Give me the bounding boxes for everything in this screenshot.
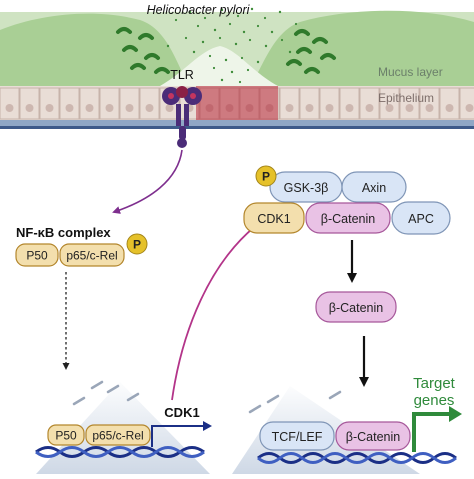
bacteria-dots [166, 7, 298, 84]
cell-nucleus [285, 104, 294, 112]
bcat-complex-label: β-Catenin [321, 212, 375, 226]
cell-nucleus [425, 104, 434, 112]
cell-nucleus [105, 104, 114, 112]
cdk1-gene-label: CDK1 [164, 405, 199, 420]
cell-nucleus [25, 104, 34, 112]
bacteria-cluster-right [286, 29, 336, 74]
cell-nucleus [365, 104, 374, 112]
bcat-nuclear-label: β-Catenin [346, 430, 400, 444]
epithelial-cell [459, 87, 474, 120]
apc-label: APC [408, 212, 434, 226]
p65-label: p65/c-Rel [66, 249, 117, 263]
epithelial-cell [399, 87, 420, 120]
phospho-badge-gsk [255, 165, 277, 187]
tcf-lef-protein [259, 421, 335, 451]
epithelial-cell [59, 87, 80, 120]
epithelial-cell [319, 87, 340, 120]
dna-helix-left [35, 446, 205, 458]
p50-bound-label: P50 [55, 429, 77, 443]
cell-nucleus [465, 104, 474, 112]
epithelial-cell [439, 87, 460, 120]
cell-nucleus [145, 104, 154, 112]
tlr-receptor [162, 86, 202, 148]
cdk1-gene-arrow [151, 425, 204, 447]
epithelial-cell [339, 87, 360, 120]
tlr-label: TLR [170, 68, 194, 82]
nfkb-complex: NF-κB complex P50 p65/c-Rel P [15, 225, 148, 267]
nucleus-left: P50 p65/c-Rel CDK1 [35, 380, 212, 474]
target-genes-arrow [412, 412, 452, 452]
cell-nucleus [85, 104, 94, 112]
cdk1-protein [243, 202, 305, 234]
epithelial-cell [0, 87, 20, 120]
epithelial-cell [79, 87, 100, 120]
bacteria-label: Helicobacter pylori [147, 3, 251, 17]
cell-nucleus [65, 104, 74, 112]
bacteria-cluster-left [116, 27, 170, 74]
bcat-nuclear-protein [335, 421, 411, 451]
mucus-label: Mucus layer [378, 65, 443, 79]
epithelial-cell [119, 87, 140, 120]
phospho-label-gsk: P [262, 170, 270, 184]
cell-nucleus [5, 104, 14, 112]
cdk1-expression-arrow [171, 222, 260, 401]
inflamed-region [196, 86, 278, 120]
epithelial-cell [19, 87, 40, 120]
p50-label: P50 [26, 249, 48, 263]
cell-nucleus [45, 104, 54, 112]
cell-nucleus [405, 104, 414, 112]
tcf-lef-label: TCF/LEF [272, 430, 323, 444]
axin-label: Axin [362, 181, 386, 195]
p65-bound [85, 424, 151, 446]
p65-bound-label: p65/c-Rel [92, 429, 143, 443]
cell-nucleus [125, 104, 134, 112]
target-genes-line1: Target [413, 375, 456, 392]
cell-nucleus [305, 104, 314, 112]
cdk1-label: CDK1 [257, 212, 290, 226]
free-bcatenin: β-Catenin [315, 291, 397, 323]
tlr-to-nfkb-arrow [112, 149, 183, 214]
gsk3b-label: GSK-3β [284, 181, 329, 195]
epithelial-cell [279, 87, 300, 120]
nucleus-right: TCF/LEF β-Catenin Target genes [232, 375, 462, 474]
phospho-label-nfkb: P [133, 238, 141, 252]
cell-nucleus [445, 104, 454, 112]
gastric-pit [160, 46, 278, 86]
target-genes-line2: genes [414, 392, 455, 409]
cell-nucleus [325, 104, 334, 112]
tissue-panel: Helicobacter pylori Mucus layer Epitheli… [0, 0, 474, 148]
cell-nucleus [345, 104, 354, 112]
bcat-complex-protein [305, 202, 391, 234]
destruction-complex: GSK-3β Axin P CDK1 β-Catenin APC [243, 165, 451, 235]
nfkb-title: NF-κB complex [16, 225, 111, 240]
epithelial-cell [139, 87, 160, 120]
axin-protein [341, 171, 407, 203]
epithelial-cell [379, 87, 400, 120]
bcat-free-label: β-Catenin [329, 301, 383, 315]
p50-bound [47, 424, 85, 446]
epithelium-layer [0, 86, 474, 129]
epithelium-label: Epithelium [378, 91, 434, 105]
epithelial-cell [99, 87, 120, 120]
epithelial-cell [359, 87, 380, 120]
phospho-badge-nfkb [126, 233, 148, 255]
epithelial-cell [299, 87, 320, 120]
p50-protein [15, 243, 59, 267]
cell-nucleus [385, 104, 394, 112]
cell-nucleus [165, 104, 174, 112]
epithelial-cell [419, 87, 440, 120]
dna-helix-right [257, 452, 457, 464]
mucus-hill-right [250, 10, 474, 87]
apc-protein [391, 201, 451, 235]
epithelial-cell [39, 87, 60, 120]
p65-protein [59, 243, 125, 267]
